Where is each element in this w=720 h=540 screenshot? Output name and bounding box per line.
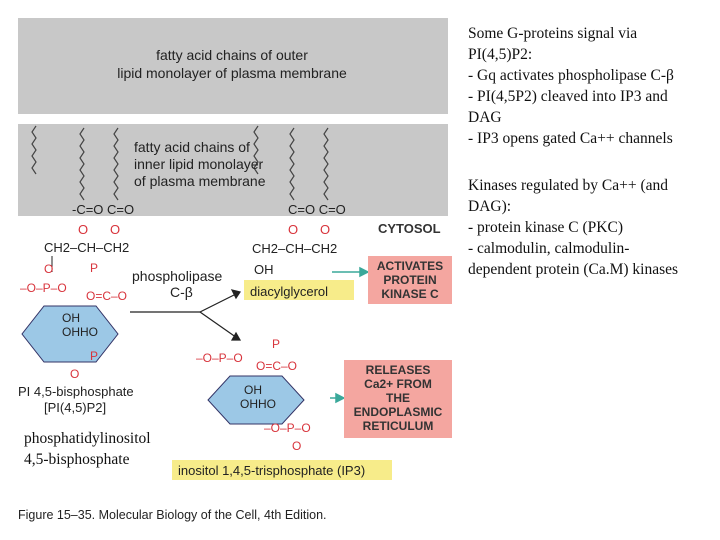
activates-label-3: KINASE C <box>381 287 439 301</box>
releases-label-1: RELEASES <box>366 363 431 377</box>
teal-arrows <box>330 266 370 404</box>
ip3-o-bottom: O <box>292 439 301 453</box>
sidebar-block-2-line-1: Kinases regulated by Ca++ (and <box>468 177 668 194</box>
pip2-caption-line-2: 4,5-bisphosphate <box>24 451 130 468</box>
enzyme-label-2: C-β <box>170 284 193 300</box>
releases-label-3: THE <box>386 391 410 405</box>
outer-membrane-label-1: fatty acid chains of outer <box>156 47 308 63</box>
sidebar-block-1-line-1: Some G-proteins signal via <box>468 25 638 42</box>
sidebar-block-1-line-6: - IP3 opens gated Ca++ channels <box>468 130 673 147</box>
inner-membrane-label-1: fatty acid chains of <box>134 139 250 155</box>
sidebar-block-2-line-3: - protein kinase C (PKC) <box>468 219 623 236</box>
enzyme-label-1: phospholipase <box>132 268 223 284</box>
pip2-caption-line-1: phosphatidylinositol <box>24 430 151 447</box>
pip2-o-top: O <box>44 262 53 276</box>
ester-left: -C=O C=O <box>72 202 134 217</box>
sidebar-block-1-line-2: PI(4,5)P2: <box>468 46 533 63</box>
pip2-phosphate-left: –O–P–O <box>20 281 67 295</box>
ip3-phosphate-bottom: –O–P–O <box>264 421 311 435</box>
ip3-ring-oh-2: OHHO <box>240 397 276 411</box>
dag-highlight <box>244 280 354 300</box>
fatty-acid-chains-left <box>31 125 119 201</box>
ip3-ring-oh-1: OH <box>244 383 262 397</box>
fatty-acid-chains-right <box>253 125 329 201</box>
ester-o-left-2: O <box>110 222 120 237</box>
ip3-p-top: P <box>272 337 280 351</box>
sidebar-block-2: Kinases regulated by Ca++ (and DAG): - p… <box>468 175 716 280</box>
ester-o-left-1: O <box>78 222 88 237</box>
pip2-cleavage-diagram: fatty acid chains of outer lipid monolay… <box>18 18 452 522</box>
outer-membrane-label-2: lipid monolayer of plasma membrane <box>117 65 347 81</box>
releases-label-4: ENDOPLASMIC <box>354 405 443 419</box>
figure-caption: Figure 15–35. Molecular Biology of the C… <box>18 508 327 522</box>
dag-label: diacylglycerol <box>250 284 328 299</box>
pip2-headgroup: O –O–P–O P O=C–O OH OHHO P O <box>20 256 127 381</box>
sidebar-block-2-line-4: - calmodulin, calmodulin- <box>468 240 630 257</box>
sidebar-block-1-line-5: DAG <box>468 109 502 126</box>
releases-label-5: RETICULUM <box>363 419 434 433</box>
activates-label-1: ACTIVATES <box>377 259 443 273</box>
ip3-highlight <box>172 460 392 480</box>
ip3-inositol-ring <box>207 375 305 425</box>
pip2-p-top: P <box>90 261 98 275</box>
dag-hydroxyl: OH <box>254 262 274 277</box>
ip3-phosphate-left: –O–P–O <box>196 351 243 365</box>
pip2-caption: phosphatidylinositol 4,5-bisphosphate <box>24 428 151 470</box>
pip2-inositol-ring <box>21 305 119 363</box>
ip3-phosphate-ring: O=C–O <box>256 359 297 373</box>
ip3-headgroup: –O–P–O P O=C–O OH OHHO –O–P–O O <box>196 337 311 453</box>
activates-label-2: PROTEIN <box>383 273 436 287</box>
ester-right: C=O C=O <box>288 202 346 217</box>
sidebar-block-2-line-5: dependent protein (Ca.M) kinases <box>468 261 679 278</box>
pip2-phosphate-ring: O=C–O <box>86 289 127 303</box>
pip2-label-1: PI 4,5-bisphosphate <box>18 384 134 399</box>
pip2-p-bottom: P <box>90 349 98 363</box>
ester-o-right-2: O <box>320 222 330 237</box>
pip2-ring-oh-2: OHHO <box>62 325 98 339</box>
sidebar-block-1: Some G-proteins signal via PI(4,5)P2: - … <box>468 23 716 149</box>
cleavage-arrows <box>130 289 242 341</box>
ip3-label: inositol 1,4,5-trisphosphate (IP3) <box>178 463 365 478</box>
pip2-o-bottom: O <box>70 367 79 381</box>
ester-o-right-1: O <box>288 222 298 237</box>
activates-box <box>368 256 452 304</box>
outer-membrane-band <box>18 18 448 114</box>
sidebar-block-2-line-2: DAG): <box>468 198 512 215</box>
releases-box <box>344 360 452 438</box>
inner-membrane-label-3: of plasma membrane <box>134 173 266 189</box>
glycerol-right: CH2–CH–CH2 <box>252 241 337 256</box>
inner-membrane-label-2: inner lipid monolayer <box>134 156 264 172</box>
sidebar-block-1-line-4: - PI(4,5P2) cleaved into IP3 and <box>468 88 668 105</box>
inner-membrane-band <box>18 124 448 216</box>
sidebar-block-1-line-3: - Gq activates phospholipase C-β <box>468 67 674 84</box>
pip2-ring-oh-1: OH <box>62 311 80 325</box>
releases-label-2: Ca2+ FROM <box>364 377 432 391</box>
cytosol-label: CYTOSOL <box>378 221 441 236</box>
glycerol-left: CH2–CH–CH2 <box>44 240 129 255</box>
pip2-label-2: [PI(4,5)P2] <box>44 400 106 415</box>
